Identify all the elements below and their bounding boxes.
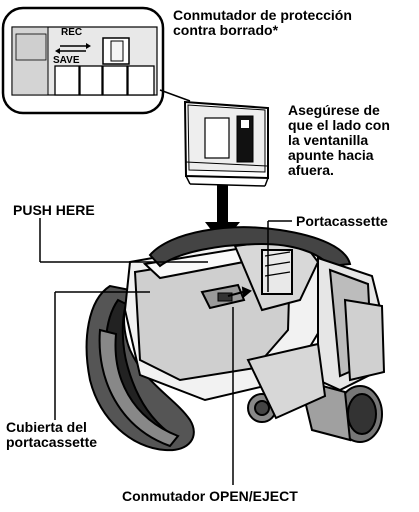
leader-lines (39, 218, 292, 485)
label-erase-protection-switch: Conmutador de protección contra borrado* (173, 7, 352, 38)
label-holder-cover: Cubierta del portacassette (6, 419, 98, 450)
camcorder-body (85, 226, 386, 452)
label-open-eject-switch: Conmutador OPEN/EJECT (122, 488, 298, 504)
cassette (183, 100, 269, 187)
label-window-note: Asegúrese de que el lado con la ventanil… (288, 102, 390, 178)
inset-rec-label: REC (61, 27, 83, 38)
inset-save-label: SAVE (53, 55, 80, 66)
switch-inset (1, 6, 191, 115)
label-push-here: PUSH HERE (13, 202, 95, 218)
label-cassette-holder: Portacassette (296, 213, 388, 229)
